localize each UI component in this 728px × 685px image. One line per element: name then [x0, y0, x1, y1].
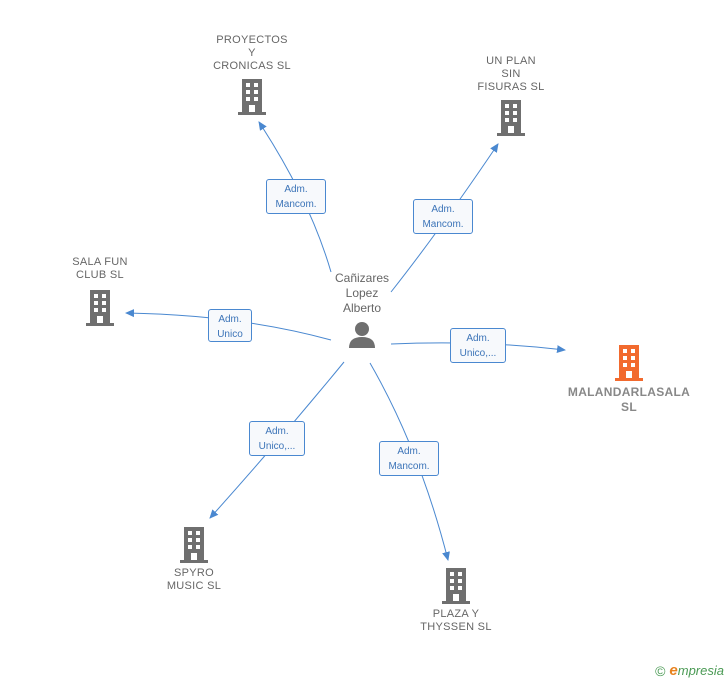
company-name: UN PLAN SIN FISURAS SL — [477, 55, 545, 93]
edge-label-salafun[interactable]: Adm. Unico — [208, 309, 252, 342]
building-icon — [497, 100, 525, 136]
brand-initial: e — [669, 662, 678, 679]
edge-label-proyectos[interactable]: Adm. Mancom. — [266, 179, 326, 214]
company-node-spyro[interactable]: SPYRO MUSIC SL — [146, 527, 242, 593]
person-node[interactable]: Cañizares Lopez Alberto — [316, 271, 408, 350]
company-name: PROYECTOS Y CRONICAS SL — [213, 34, 291, 72]
copyright-icon: © — [655, 662, 666, 679]
edge-label-unplan[interactable]: Adm. Mancom. — [413, 199, 473, 234]
building-icon — [180, 527, 208, 563]
building-icon — [86, 290, 114, 326]
brand-name: mpresia — [677, 663, 724, 678]
building-icon — [442, 568, 470, 604]
company-node-malandar[interactable]: MALANDARLASALA SL — [556, 345, 702, 415]
company-node-salafun[interactable]: SALA FUN CLUB SL — [52, 256, 148, 326]
person-name: Cañizares Lopez Alberto — [334, 271, 390, 315]
brand-watermark: © empresia — [655, 662, 724, 679]
company-name: PLAZA Y THYSSEN SL — [420, 608, 492, 633]
company-name: SALA FUN CLUB SL — [72, 256, 128, 281]
edge-label-plaza[interactable]: Adm. Mancom. — [379, 441, 439, 476]
company-node-plaza[interactable]: PLAZA Y THYSSEN SL — [404, 568, 508, 634]
edge-label-malandar[interactable]: Adm. Unico,... — [450, 328, 506, 363]
company-node-unplan[interactable]: UN PLAN SIN FISURAS SL — [458, 55, 564, 136]
company-name: SPYRO MUSIC SL — [166, 567, 222, 592]
brand-logo: empresia — [669, 662, 724, 679]
edge-label-spyro[interactable]: Adm. Unico,... — [249, 421, 305, 456]
company-node-proyectos[interactable]: PROYECTOS Y CRONICAS SL — [194, 34, 310, 115]
person-icon — [349, 322, 375, 348]
building-icon — [615, 345, 643, 381]
company-name: MALANDARLASALA SL — [567, 385, 691, 414]
building-icon — [238, 79, 266, 115]
